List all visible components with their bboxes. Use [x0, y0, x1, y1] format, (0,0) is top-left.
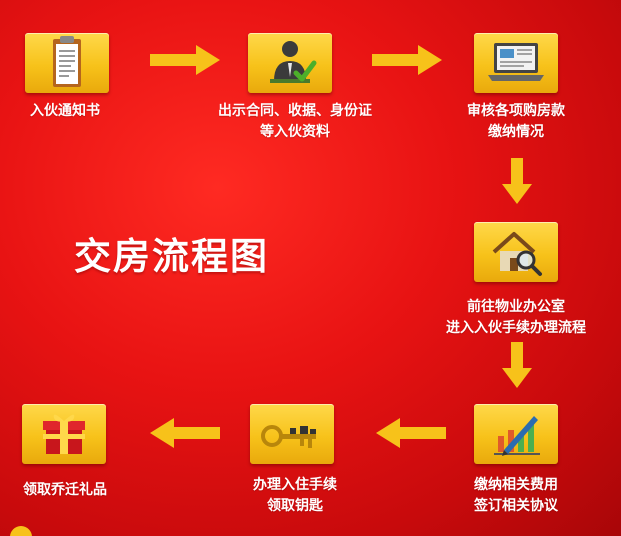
corner-dot-icon: [10, 526, 32, 536]
step-7-tile: [22, 404, 106, 464]
step-5-tile: [474, 404, 558, 464]
pen-chart-icon: [494, 416, 540, 456]
step-3-line-2: 缴纳情况: [488, 124, 544, 140]
step-1-label: 入伙通知书: [30, 101, 100, 122]
step-3-tile: [474, 33, 558, 93]
step-4-line-1: 前往物业办公室: [467, 299, 565, 315]
step-6-line-2: 领取钥匙: [267, 498, 323, 514]
laptop-icon: [488, 43, 544, 81]
step-3-line-1: 审核各项购房款: [467, 103, 565, 119]
step-4-label: 前往物业办公室 进入入伙手续办理流程: [446, 297, 586, 339]
step-2-line-1: 出示合同、收据、身份证: [218, 103, 372, 119]
step-6-label: 办理入住手续 领取钥匙: [253, 475, 337, 517]
step-2-line-2: 等入伙资料: [260, 124, 330, 140]
step-5-line-1: 缴纳相关费用: [474, 477, 558, 493]
step-6-line-1: 办理入住手续: [253, 477, 337, 493]
person-check-icon: [270, 41, 317, 83]
step-2-tile: [248, 33, 332, 93]
diagram-title: 交房流程图: [74, 234, 269, 278]
house-search-icon: [492, 232, 542, 276]
step-1-tile: [25, 33, 109, 93]
clipboard-icon: [53, 36, 81, 87]
gift-box-icon: [43, 414, 85, 454]
arrow-left-1-icon: [374, 418, 446, 448]
arrow-right-1-icon: [150, 45, 222, 75]
arrow-down-2-icon: [502, 342, 532, 390]
key-icon: [261, 425, 316, 448]
step-4-tile: [474, 222, 558, 282]
step-7-label: 领取乔迁礼品: [23, 480, 107, 501]
step-6-tile: [250, 404, 334, 464]
step-5-label: 缴纳相关费用 签订相关协议: [474, 475, 558, 517]
arrow-down-1-icon: [502, 158, 532, 206]
step-4-line-2: 进入入伙手续办理流程: [446, 320, 586, 336]
step-2-label: 出示合同、收据、身份证 等入伙资料: [218, 101, 372, 143]
arrow-left-2-icon: [148, 418, 220, 448]
step-3-label: 审核各项购房款 缴纳情况: [467, 101, 565, 143]
step-1-line-1: 入伙通知书: [30, 103, 100, 119]
step-5-line-2: 签订相关协议: [474, 498, 558, 514]
step-7-line-1: 领取乔迁礼品: [23, 482, 107, 498]
arrow-right-2-icon: [372, 45, 444, 75]
